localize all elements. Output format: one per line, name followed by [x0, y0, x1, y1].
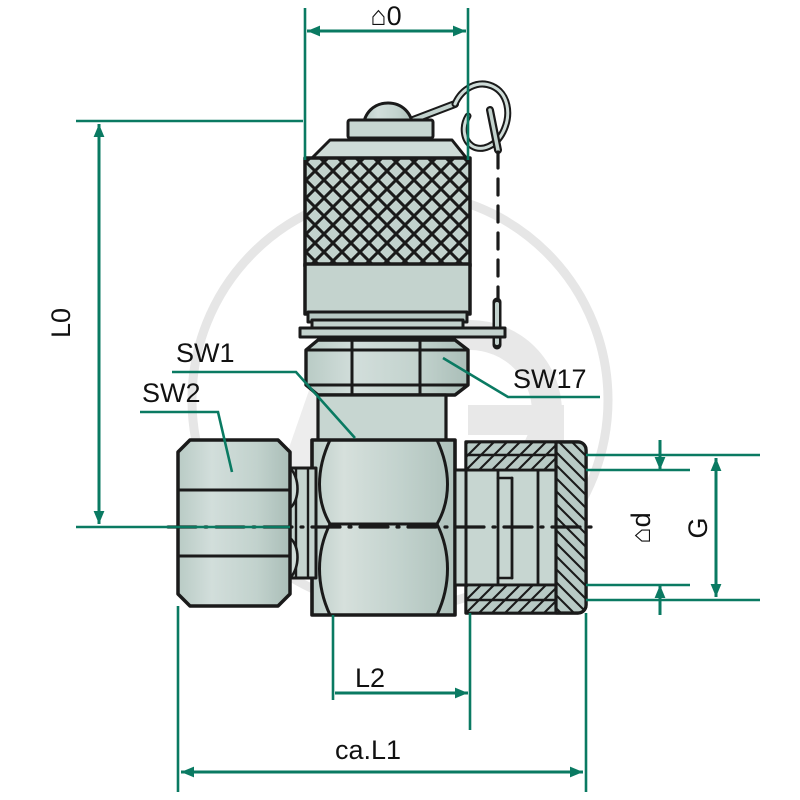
union-nut-sw2 [176, 438, 292, 608]
label-dia20: ⌂0 [370, 1, 401, 31]
label-caL1: ca.L1 [335, 735, 401, 765]
dimension-text-layer: ⌂0 L0 ⌂d G L2 ca.L1 SW1 SW2 SW17 [46, 1, 713, 765]
label-L0: L0 [46, 308, 76, 338]
dimension-layer [76, 8, 760, 792]
leader-sw1 [172, 370, 356, 439]
leader-sw17 [442, 356, 600, 399]
label-sw1: SW1 [176, 338, 235, 368]
body-lobe-lower [318, 522, 449, 617]
hex-nut-sw17 [304, 338, 470, 397]
leader-sw2 [140, 410, 234, 473]
cap-smooth-section [303, 262, 472, 316]
label-G: G [683, 517, 713, 538]
cap-flange [346, 118, 435, 140]
label-d: ⌂d [626, 512, 656, 543]
dimension-G [586, 453, 760, 602]
label-L2: L2 [355, 663, 385, 693]
label-sw17: SW17 [513, 364, 587, 394]
cross-pin-bar [298, 326, 507, 339]
cap-knurled-section [303, 156, 472, 268]
dimension-L0 [76, 119, 303, 529]
label-sw2: SW2 [142, 378, 201, 408]
dimension-d [586, 440, 690, 615]
left-waist [288, 466, 318, 580]
dimension-dia20 [303, 8, 470, 160]
dimension-L2 [331, 613, 472, 730]
dimension-caL1 [176, 606, 588, 792]
